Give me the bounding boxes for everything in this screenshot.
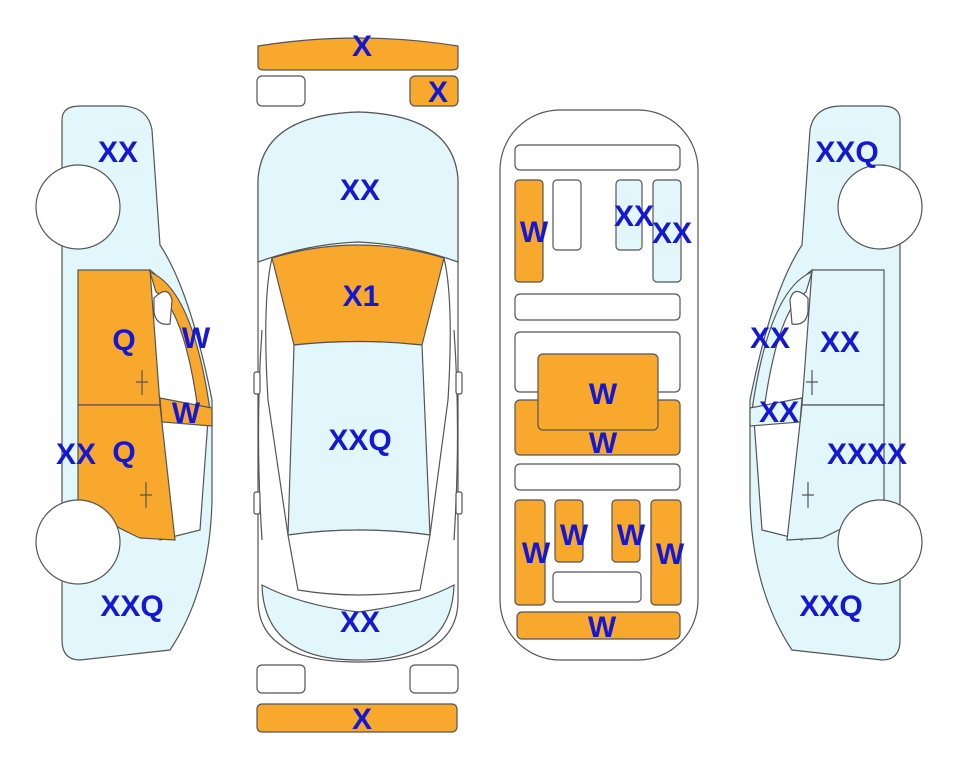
label-floor-console-b: XX	[652, 217, 692, 250]
floor-front-left[interactable]	[514, 179, 544, 283]
floor-trunk-bar[interactable]	[516, 611, 681, 640]
left-rear-wheel	[35, 499, 121, 585]
label-left-rear-door: Q	[112, 436, 135, 469]
rear-bumper[interactable]	[256, 703, 458, 733]
label-trunk: XX	[340, 606, 380, 639]
label-front-bumper: X	[352, 30, 372, 63]
label-right-front-window: XX	[750, 322, 790, 355]
right-side-view	[749, 105, 923, 661]
label-floor-rear-right-inner: W	[617, 519, 646, 552]
label-left-front-fender: XX	[98, 136, 138, 169]
label-front-grille: X	[428, 76, 448, 109]
hood[interactable]	[257, 111, 459, 263]
label-floor-middle-bar: W	[589, 427, 618, 460]
label-hood: XX	[340, 174, 380, 207]
floor-console-a[interactable]	[615, 179, 643, 251]
left-side-view	[35, 105, 213, 661]
top-view	[253, 37, 463, 733]
label-rear-bumper: X	[352, 703, 372, 736]
label-floor-rear-left: W	[522, 537, 551, 570]
label-floor-middle-pad: W	[589, 378, 618, 411]
floor-rear-left-inner[interactable]	[554, 499, 584, 563]
trunk[interactable]	[261, 583, 455, 661]
floor-middle-pad[interactable]	[537, 353, 659, 431]
label-right-rear-quarter: XXQ	[799, 590, 862, 623]
label-left-rear-door-window: W	[172, 397, 201, 430]
label-right-rear-door: XXXX	[827, 438, 907, 471]
rear-left-lamp	[256, 664, 306, 694]
left-rear-door-window[interactable]	[159, 397, 213, 427]
label-left-front-door: Q	[112, 324, 135, 357]
label-right-rear-window: XX	[759, 396, 799, 429]
label-right-front-fender: XXQ	[815, 136, 878, 169]
label-left-rocker: XX	[56, 438, 96, 471]
floor-rear-right-inner[interactable]	[611, 499, 641, 563]
damage-labels: X X XX X1 XXQ XX X XX Q W W Q XX XXQ XXQ…	[56, 30, 907, 736]
label-roof: XXQ	[328, 424, 391, 457]
label-left-rear-quarter: XXQ	[100, 590, 163, 623]
rear-window	[287, 529, 431, 596]
label-windshield: X1	[343, 280, 380, 313]
floor-rear-right[interactable]	[650, 499, 682, 606]
floor-view	[499, 109, 699, 661]
front-grille[interactable]	[409, 75, 459, 107]
rear-right-lamp	[409, 664, 459, 694]
right-rear-wheel	[837, 499, 923, 585]
right-front-wheel	[837, 164, 923, 250]
label-floor-rear-left-inner: W	[560, 519, 589, 552]
label-floor-front-left: W	[520, 216, 549, 249]
front-bumper[interactable]	[257, 37, 459, 71]
floor-console-b[interactable]	[652, 179, 682, 283]
label-floor-console-a: XX	[614, 200, 654, 233]
label-floor-rear-right: W	[656, 538, 685, 571]
floor-rear-left[interactable]	[514, 499, 546, 606]
label-left-front-door-window: W	[182, 322, 211, 355]
label-right-front-door: XX	[820, 326, 860, 359]
front-left-lamp	[256, 75, 306, 107]
left-front-wheel	[35, 164, 121, 250]
label-floor-trunk-bar: W	[588, 611, 617, 644]
